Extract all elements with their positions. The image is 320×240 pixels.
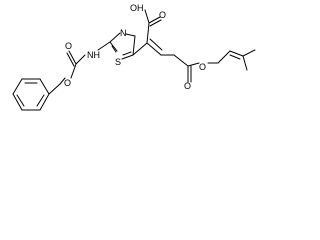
thiazole-ring (109, 32, 136, 60)
atom-label-carboxylic-o: O (159, 10, 166, 20)
atom-label-ester-o-carbonyl: O (184, 81, 191, 91)
vinyl-acid-chain (132, 9, 163, 56)
atom-labels: OH O NH N S O O O O (64, 3, 206, 91)
amide-bond (97, 41, 111, 51)
benzene-ring (12, 78, 50, 111)
ester-chain (160, 49, 256, 83)
atom-label-thiazole-s: S (115, 57, 121, 67)
atom-label-thiazole-n: N (120, 28, 127, 38)
chemical-structure-diagram: OH O NH N S O O O O (12, 3, 256, 111)
atom-label-carbamate-o-ester: O (64, 78, 71, 88)
atom-label-oh: OH (130, 3, 144, 13)
atom-label-carbamate-o-carbonyl: O (65, 41, 72, 51)
atom-label-nh: NH (87, 50, 100, 60)
carbamate-linker (48, 50, 86, 95)
atom-label-ester-o-chain: O (199, 62, 206, 72)
